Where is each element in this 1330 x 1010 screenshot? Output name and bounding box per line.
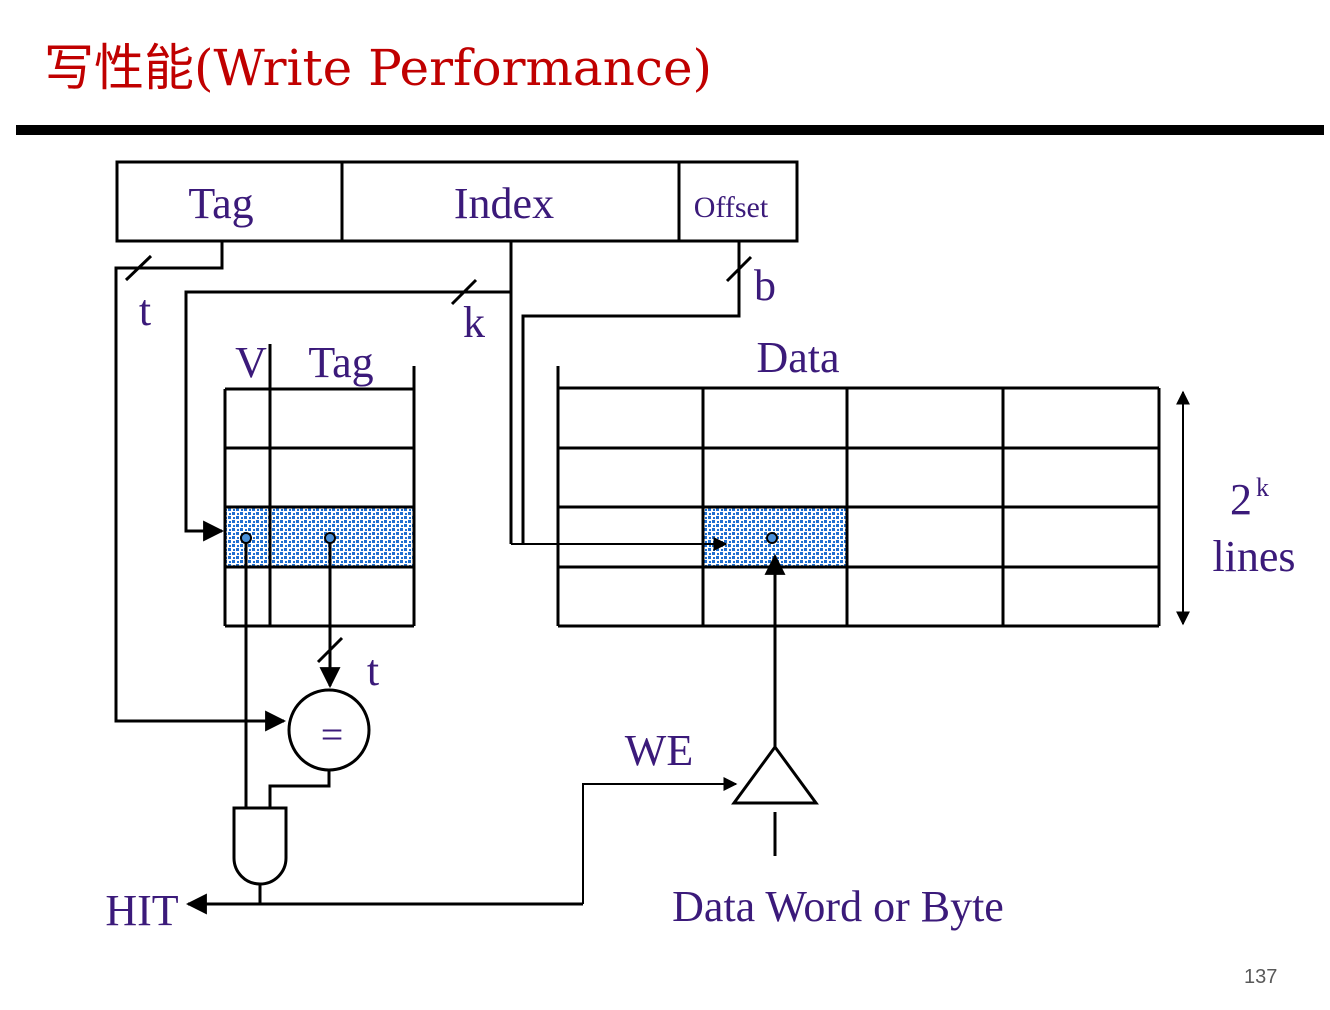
slide-title: 写性能(Write Performance) bbox=[44, 39, 713, 97]
address-register: Tag Index Offset bbox=[115, 160, 799, 243]
size-unit-label: lines bbox=[1212, 532, 1295, 581]
compare-symbol: = bbox=[321, 712, 344, 757]
hit-label: HIT bbox=[105, 886, 178, 935]
index-width-label: k bbox=[463, 298, 485, 347]
and-gate bbox=[232, 806, 288, 904]
data-array-label: Data bbox=[756, 333, 839, 382]
valid-column-label: V bbox=[235, 338, 267, 387]
tag-width-label: t bbox=[139, 286, 151, 335]
write-buffer bbox=[731, 532, 819, 856]
size-base-label: 2 bbox=[1230, 475, 1252, 524]
address-tag-label: Tag bbox=[188, 179, 253, 228]
tag-wire bbox=[114, 241, 287, 732]
index-wire bbox=[184, 241, 728, 551]
address-offset-label: Offset bbox=[694, 191, 769, 224]
tag-column-label: Tag bbox=[308, 338, 373, 387]
title-rule bbox=[16, 125, 1324, 135]
data-input-label: Data Word or Byte bbox=[672, 882, 1004, 931]
offset-wire bbox=[521, 241, 753, 544]
data-array: Data bbox=[556, 333, 1161, 628]
valid-bit-tap bbox=[240, 532, 252, 808]
write-enable-label: WE bbox=[625, 726, 693, 775]
hit-wire bbox=[185, 777, 738, 915]
tag-comparator: = bbox=[287, 688, 371, 772]
stored-tag-tap bbox=[316, 532, 344, 689]
size-exponent-label: k bbox=[1256, 473, 1269, 502]
compare-width-label: t bbox=[367, 646, 379, 695]
page-number: 137 bbox=[1244, 966, 1278, 988]
address-index-label: Index bbox=[454, 179, 554, 228]
comparator-output-wire bbox=[268, 770, 331, 808]
lines-size-indicator: 2 k lines bbox=[1176, 390, 1296, 626]
tag-array: V Tag bbox=[223, 338, 416, 628]
offset-width-label: b bbox=[754, 261, 776, 310]
